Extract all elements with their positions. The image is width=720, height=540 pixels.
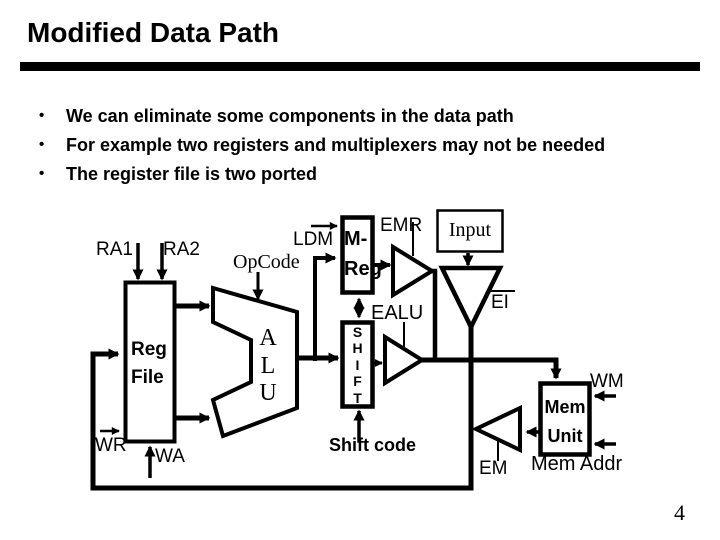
mem-unit-label-line1: Mem [544,397,586,417]
mem-unit-box [538,381,592,457]
input-box [436,209,504,253]
shift-letter: S [352,324,363,340]
shift-code-label: Shift code [329,435,417,455]
writeback-feedback-wire [90,327,474,491]
ra2-label: RA2 [163,239,200,260]
alu-letter: L [260,352,276,379]
ei-label: EI [491,292,509,313]
shift-letter: T [353,389,362,406]
emr-output-wire [431,268,438,362]
ealu-buffer-triangle [383,333,426,387]
em-label: EM [479,458,508,479]
m-reg-label: M- Reg [344,224,382,284]
bullet-dot-icon: • [39,165,45,182]
bullet-text: The register file is two ported [66,164,318,184]
bullet-item: • We can eliminate some components in the… [39,106,605,126]
ealu-label: EALU [371,302,424,324]
em-buffer-triangle [471,404,522,454]
shift-letter: I [355,356,360,373]
mem-unit-label-line2: Unit [547,426,583,446]
shift-letter: F [353,373,362,390]
alu-label: A L U [254,325,282,408]
shift-register-box [340,320,375,409]
mem-unit-label: Mem Unit [541,393,589,451]
bullet-item: • For example two registers and multiplex… [39,135,605,155]
alu-letter: U [259,380,277,406]
bullet-dot-icon: • [39,136,45,153]
ei-buffer-triangle [438,265,504,333]
bullet-dot-icon: • [39,107,45,124]
m-reg-label-line1: M- [344,228,368,250]
wm-label: WM [590,371,624,392]
wr-label: WR [95,435,127,456]
m-reg-label-line2: Reg [344,258,382,280]
input-box-label: Input [448,219,492,241]
reg-file-box [123,280,177,444]
alu-to-mreg-branch-wire [313,252,337,361]
alu-letter: A [259,325,277,351]
page-number: 4 [674,500,685,525]
opcode-label: OpCode [233,251,300,273]
alu-shape [210,285,299,439]
page-title: Modified Data Path [27,17,280,48]
reg-file-label-line1: Reg [131,339,167,360]
emr-buffer-triangle [391,243,436,299]
title-rule [20,62,700,71]
reg-file-label: Reg File [131,336,167,392]
shift-register-label: S H I F T [342,324,373,406]
result-bus-wire [421,357,562,380]
mem-addr-label: Mem Addr [531,453,623,475]
bullet-text: For example two registers and multiplexe… [66,135,606,155]
bullet-text: We can eliminate some components in the … [66,106,514,126]
emr-label: EMR [380,215,423,236]
reg-file-label-line2: File [131,367,164,388]
m-reg-box [340,215,375,295]
ra1-label: RA1 [96,239,133,260]
ldm-label: LDM [293,229,334,250]
shift-letter: H [352,340,363,357]
bullet-list: • We can eliminate some components in the… [39,106,605,193]
bullet-item: • The register file is two ported [39,164,605,184]
wa-label: WA [155,446,185,467]
